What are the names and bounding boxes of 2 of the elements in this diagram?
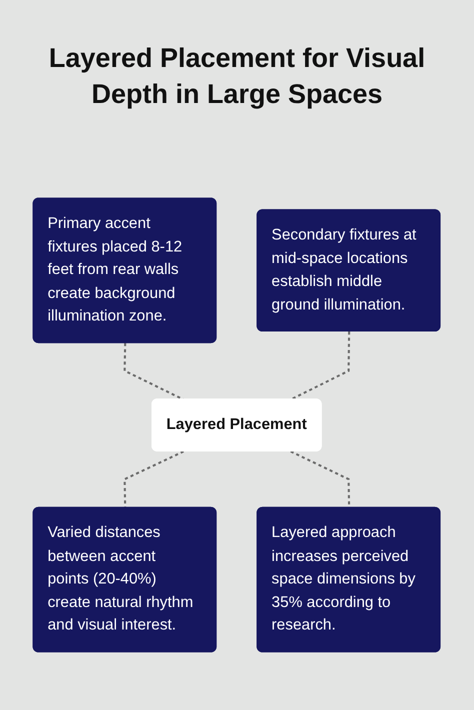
connector — [290, 332, 351, 400]
title: Layered Placement for Visual Depth in Large Spaces — [48, 42, 426, 112]
